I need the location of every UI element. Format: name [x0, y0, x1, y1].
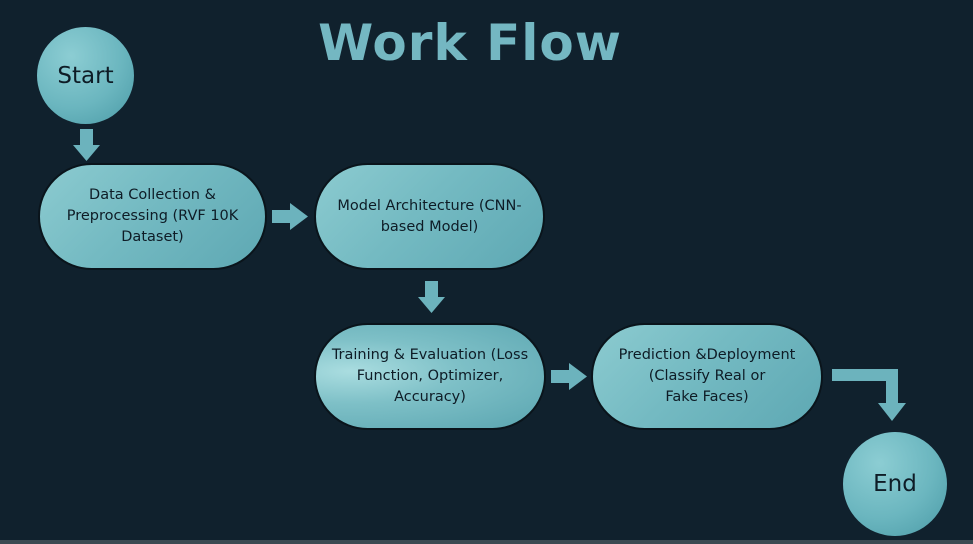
arrow-start-to-data	[73, 129, 100, 161]
bottom-border	[0, 540, 973, 544]
arrow-training-to-prediction	[551, 363, 587, 390]
start-node: Start	[37, 27, 134, 124]
page-title: Work Flow	[318, 14, 622, 72]
prediction-deployment-node: Prediction &Deployment (Classify Real or…	[591, 323, 823, 430]
model-architecture-node: Model Architecture (CNN- based Model)	[314, 163, 545, 270]
end-node: End	[843, 432, 947, 536]
data-collection-node: Data Collection & Preprocessing (RVF 10K…	[38, 163, 267, 270]
training-evaluation-node: Training & Evaluation (Loss Function, Op…	[314, 323, 546, 430]
arrow-model-to-training	[418, 281, 445, 313]
arrow-data-to-model	[272, 203, 308, 230]
arrow-prediction-to-end	[832, 369, 906, 421]
